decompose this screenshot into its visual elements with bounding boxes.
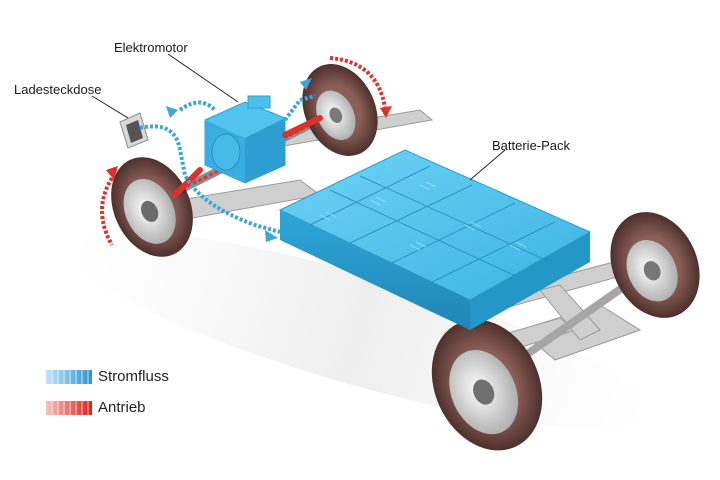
- legend-drive-swatch: [46, 401, 92, 415]
- charging-socket: [119, 112, 149, 149]
- label-batterie-pack: Batterie-Pack: [492, 138, 571, 153]
- battery-pack: [278, 149, 592, 330]
- electric-motor: [204, 95, 286, 184]
- legend-stromfluss: Stromfluss: [98, 368, 169, 385]
- front-left-wheel: [431, 319, 543, 451]
- rear-right-wheel: [302, 64, 378, 156]
- legend-antrieb: Antrieb: [98, 399, 146, 416]
- rear-left-wheel: [111, 157, 193, 257]
- current-flow-arrows: [166, 78, 312, 242]
- drive-arrowheads: [106, 106, 392, 180]
- legend-current-swatch: [46, 370, 92, 384]
- front-right-wheel: [610, 212, 700, 318]
- label-ladesteckdose: Ladesteckdose: [14, 82, 102, 97]
- current-flow-lines: [139, 94, 316, 234]
- label-leaders: [91, 53, 506, 181]
- label-elektromotor: Elektromotor: [114, 40, 188, 55]
- drive-rotation-arrows: [100, 56, 387, 246]
